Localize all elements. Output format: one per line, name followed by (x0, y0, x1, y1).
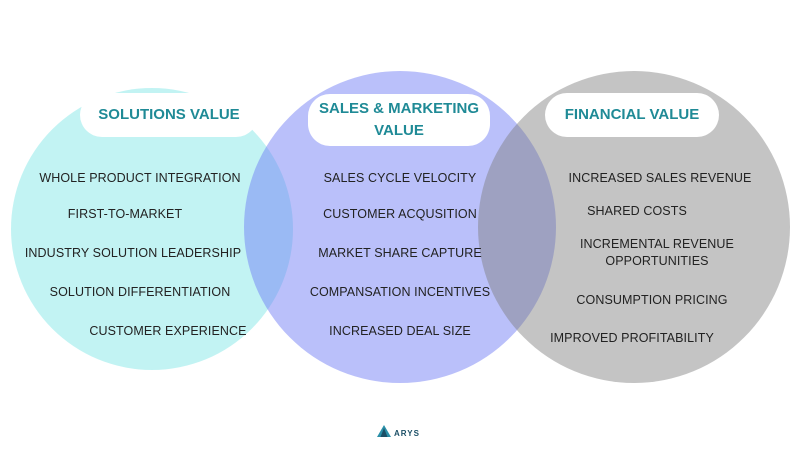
sales-circle (244, 71, 556, 383)
sales-item: MARKET SHARE CAPTURE (318, 246, 482, 260)
financial-item: IMPROVED PROFITABILITY (550, 331, 714, 345)
solutions-item: WHOLE PRODUCT INTEGRATION (39, 171, 241, 185)
solutions-item: INDUSTRY SOLUTION LEADERSHIP (24, 246, 242, 260)
financial-item: INCREASED SALES REVENUE (568, 171, 752, 185)
solutions-item: FIRST-TO-MARKET (67, 207, 183, 221)
sales-item: INCREASED DEAL SIZE (329, 324, 471, 338)
financial-title: FINANCIAL VALUE (545, 93, 719, 137)
mountain-logo-icon (377, 424, 391, 442)
sales-marketing-title: SALES & MARKETING VALUE (308, 94, 490, 146)
sales-item: SALES CYCLE VELOCITY (323, 171, 477, 185)
financial-item: CONSUMPTION PRICING (576, 293, 728, 307)
solutions-title: SOLUTIONS VALUE (80, 93, 258, 137)
sales-item: COMPANSATION INCENTIVES (309, 285, 491, 299)
financial-item: INCREMENTAL REVENUE OPPORTUNITIES (579, 237, 734, 268)
financial-item: SHARED COSTS (587, 204, 687, 218)
sales-item: CUSTOMER ACQUSITION (323, 207, 477, 221)
solutions-item: SOLUTION DIFFERENTIATION (49, 285, 231, 299)
solutions-item: CUSTOMER EXPERIENCE (89, 324, 247, 338)
financial-circle (478, 71, 790, 383)
logo-text: ARYS (394, 428, 420, 438)
arys-logo: ARYS (377, 424, 420, 442)
solutions-circle (11, 88, 293, 370)
